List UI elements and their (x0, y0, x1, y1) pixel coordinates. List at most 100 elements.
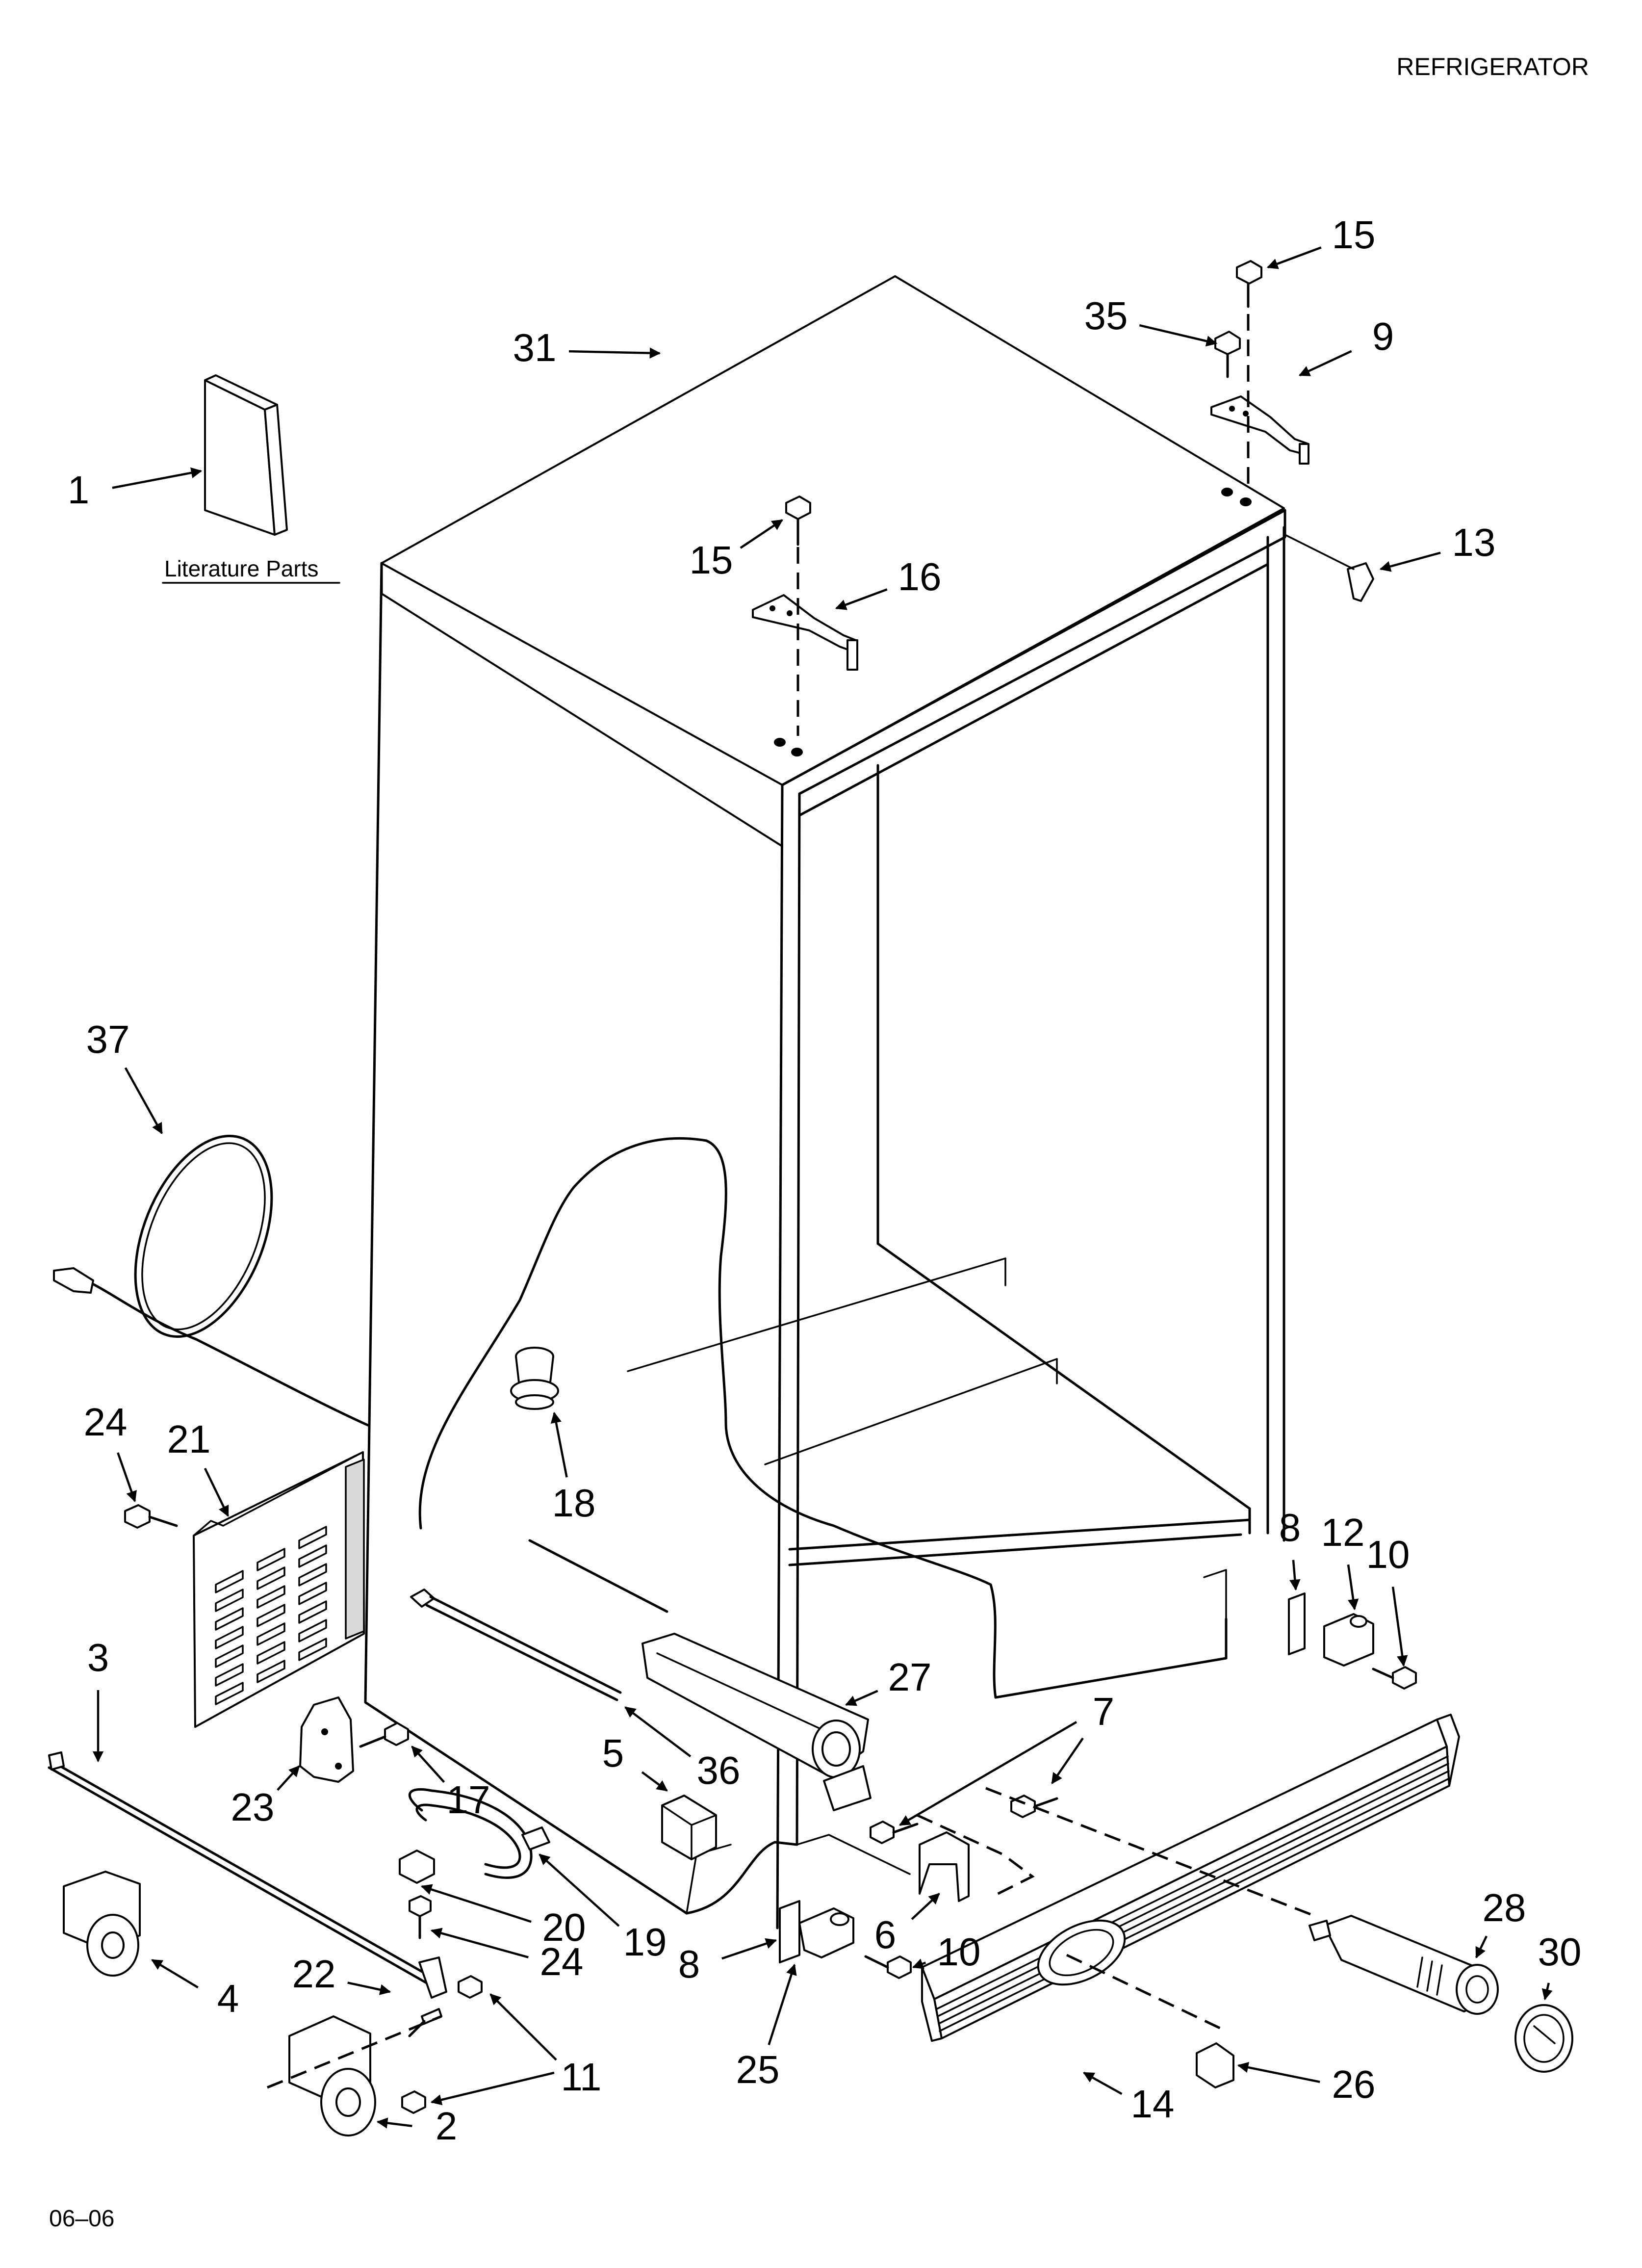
callout-9: 9 (1372, 314, 1394, 358)
screw-icon (409, 1895, 432, 1939)
vent-slot (215, 1663, 244, 1687)
leader-arrow-20 (420, 1884, 532, 1923)
cabinet-icon (364, 275, 1286, 1929)
callout-30: 30 (1538, 1930, 1582, 1974)
vent-slot (298, 1526, 327, 1549)
callout-24: 24 (540, 1940, 584, 1983)
callout-25: 25 (736, 2048, 780, 2091)
vent-slot (215, 1570, 244, 1593)
water-line-icon (53, 1134, 369, 1427)
leader-arrow-5 (641, 1771, 668, 1792)
screw-icon (458, 1975, 483, 1999)
leader-arrow-7b (899, 1721, 1078, 1826)
callout-21: 21 (167, 1417, 211, 1461)
literature-parts-label: Literature Parts (164, 556, 318, 581)
leader-arrow-1 (112, 467, 203, 489)
leader-arrow-11b (430, 2071, 555, 2106)
callout-15: 15 (690, 538, 733, 582)
revision-code: 06–06 (49, 2206, 114, 2232)
grille-icon (921, 1714, 1460, 2042)
callout-15: 15 (1332, 213, 1376, 257)
vent-slot (257, 1660, 285, 1683)
leader-arrow-15 (1266, 246, 1322, 269)
leader-arrow-19 (539, 1853, 620, 1927)
vent-slot (298, 1563, 327, 1587)
callout-8: 8 (678, 1942, 700, 1986)
vent-slot (257, 1622, 285, 1646)
hinge-icon (798, 1907, 854, 1958)
callout-37: 37 (86, 1017, 130, 1061)
assembly-dash-line (267, 2015, 442, 2089)
callout-20: 20 (542, 1905, 586, 1949)
callout-35: 35 (1084, 294, 1128, 338)
callout-6: 6 (874, 1913, 897, 1956)
filter-cap-icon (1514, 2004, 1573, 2073)
rod-icon (48, 1751, 447, 1999)
leader-arrow-27 (845, 1690, 878, 1706)
vent-slot (215, 1682, 244, 1705)
callout-8: 8 (1279, 1506, 1301, 1549)
vent-slot (257, 1566, 285, 1590)
leader-arrow-9 (1298, 350, 1352, 377)
bracket-icon (299, 1696, 354, 1783)
leader-arrow-17 (411, 1746, 445, 1783)
callout-12: 12 (1321, 1511, 1365, 1554)
vent-slot (215, 1644, 244, 1668)
leader-arrow-4 (151, 1959, 199, 1989)
callout-28: 28 (1483, 1886, 1526, 1929)
screw-icon (359, 1722, 409, 1748)
tube-icon (410, 1539, 668, 1701)
vent-slot (257, 1604, 285, 1627)
callout-26: 26 (1332, 2062, 1376, 2106)
leader-arrow-26 (1237, 2061, 1320, 2083)
callout-27: 27 (888, 1655, 932, 1699)
vent-slot (298, 1638, 327, 1661)
callout-5: 5 (602, 1731, 624, 1775)
screw-icon (1372, 1666, 1417, 1690)
leader-arrow-35 (1139, 324, 1218, 347)
access-cover-icon (193, 1451, 365, 1728)
leader-arrow-6 (911, 1893, 940, 1920)
clip-icon (919, 1831, 970, 1902)
vent-slot (215, 1607, 244, 1631)
screw-icon (401, 2090, 426, 2114)
callout-14: 14 (1131, 2082, 1175, 2126)
vent-slot (298, 1619, 327, 1642)
leader-arrow-10 (1391, 1587, 1408, 1667)
filter-housing-icon (641, 1633, 872, 1811)
callout-24: 24 (84, 1400, 128, 1444)
leader-arrow-2 (376, 2117, 412, 2129)
assembly-dash-line (985, 1787, 1315, 2033)
callout-2: 2 (436, 2104, 458, 2148)
callout-4: 4 (217, 1977, 239, 2020)
vent-slot (298, 1582, 327, 1605)
tube-icon (408, 1788, 550, 1879)
leader-arrow-21 (204, 1467, 230, 1517)
vent-slot (298, 1544, 327, 1568)
grommet-icon (510, 1347, 559, 1410)
roller-icon (288, 2015, 376, 2137)
screw-icon (785, 495, 811, 546)
callout-10: 10 (1366, 1533, 1410, 1576)
leader-arrow-37 (124, 1067, 163, 1134)
leader-arrow-24 (117, 1452, 137, 1503)
leader-arrow-28 (1475, 1935, 1488, 1959)
plate-icon (779, 1900, 800, 1963)
leader-arrow-31 (568, 347, 661, 359)
vent-slot (215, 1626, 244, 1649)
clamp-icon (399, 1850, 435, 1884)
callout-31: 31 (513, 326, 557, 369)
leader-arrow-8 (721, 1938, 777, 1960)
leader-arrow-16 (835, 588, 888, 610)
callout-11: 11 (561, 2055, 601, 2099)
plate-icon (1288, 1592, 1306, 1655)
assembly-dash-line (916, 1814, 1035, 1898)
leader-arrow-12 (1347, 1564, 1359, 1611)
vent-slot (257, 1641, 285, 1665)
leader-arrow-15 (740, 519, 783, 549)
pin-icon (408, 2008, 442, 2037)
leader-arrow-14 (1083, 2072, 1123, 2095)
hinge-icon (1323, 1613, 1374, 1667)
cap-icon (1196, 2042, 1234, 2088)
vent-slot (257, 1548, 285, 1571)
